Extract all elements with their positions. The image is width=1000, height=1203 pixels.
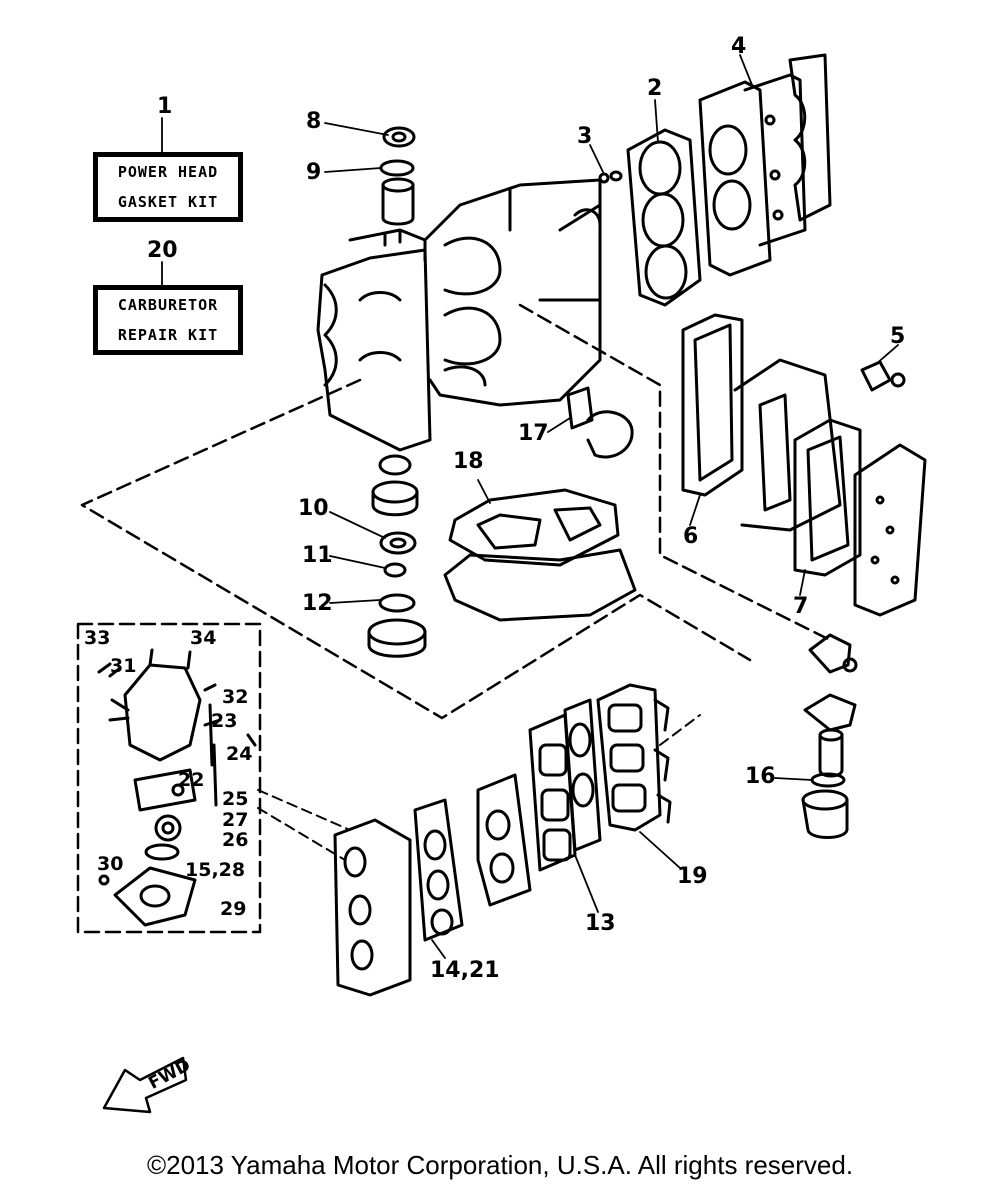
callout-17: 17 xyxy=(518,421,549,446)
copyright-notice: ©2013 Yamaha Motor Corporation, U.S.A. A… xyxy=(146,1150,854,1180)
callout-29: 29 xyxy=(220,898,247,920)
thermostat-washer xyxy=(598,170,623,184)
base-gasket xyxy=(443,488,637,622)
lower-seal-stack xyxy=(367,454,427,658)
assembly-outline xyxy=(80,303,832,720)
intake-manifold-group xyxy=(333,683,672,997)
callout-5: 5 xyxy=(890,324,906,349)
thermostat-cover xyxy=(566,386,634,459)
callout-leaders xyxy=(161,54,899,959)
callout-27: 27 xyxy=(222,809,249,831)
power-head-kit-label: POWER HEAD GASKET KIT xyxy=(93,152,243,222)
carburetor-kit-line2: REPAIR KIT xyxy=(117,326,219,344)
power-head-kit-line1: POWER HEAD xyxy=(117,163,219,181)
callout-19: 19 xyxy=(677,864,708,889)
callout-1: 1 xyxy=(157,94,173,119)
callout-25: 25 xyxy=(222,788,249,810)
callout-4: 4 xyxy=(731,34,747,59)
callout-2: 2 xyxy=(647,76,663,101)
callout-13: 13 xyxy=(585,911,616,936)
intake-leader-lines xyxy=(257,714,701,861)
callout-12: 12 xyxy=(302,591,333,616)
power-head-kit-line2: GASKET KIT xyxy=(117,193,219,211)
callout-20: 20 xyxy=(147,238,178,263)
carburetor-kit-label: CARBURETOR REPAIR KIT xyxy=(93,285,243,355)
callout-15-28: 15,28 xyxy=(185,859,246,881)
callout-22: 22 xyxy=(178,769,205,791)
callout-18: 18 xyxy=(453,449,484,474)
exhaust-cover-group xyxy=(681,313,927,617)
callout-23: 23 xyxy=(211,710,238,732)
callout-32: 32 xyxy=(222,686,249,708)
carburetor-parts xyxy=(97,648,257,927)
exploded-parts-diagram: FWD xyxy=(76,53,927,1114)
top-seal-parts xyxy=(379,126,416,226)
cylinder-head-gasket xyxy=(626,128,702,307)
callout-11: 11 xyxy=(302,543,333,568)
callout-33: 33 xyxy=(84,627,111,649)
callout-24: 24 xyxy=(226,743,253,765)
callout-7: 7 xyxy=(793,594,809,619)
callout-34: 34 xyxy=(190,627,217,649)
callout-31: 31 xyxy=(110,655,137,677)
callout-9: 9 xyxy=(306,160,322,185)
callout-26: 26 xyxy=(222,829,249,851)
callout-8: 8 xyxy=(306,109,322,134)
fwd-arrow: FWD xyxy=(102,1055,194,1114)
callout-30: 30 xyxy=(97,853,124,875)
callout-10: 10 xyxy=(298,496,329,521)
carburetor-kit-box xyxy=(76,622,262,934)
callout-14-21: 14,21 xyxy=(430,958,500,983)
callout-16: 16 xyxy=(745,764,776,789)
carburetor-kit-line1: CARBURETOR xyxy=(117,296,219,314)
water-pump-group xyxy=(801,633,858,839)
cylinder-head xyxy=(698,53,832,277)
callout-6: 6 xyxy=(683,524,699,549)
callout-3: 3 xyxy=(577,124,593,149)
cylinder-block xyxy=(316,178,602,452)
